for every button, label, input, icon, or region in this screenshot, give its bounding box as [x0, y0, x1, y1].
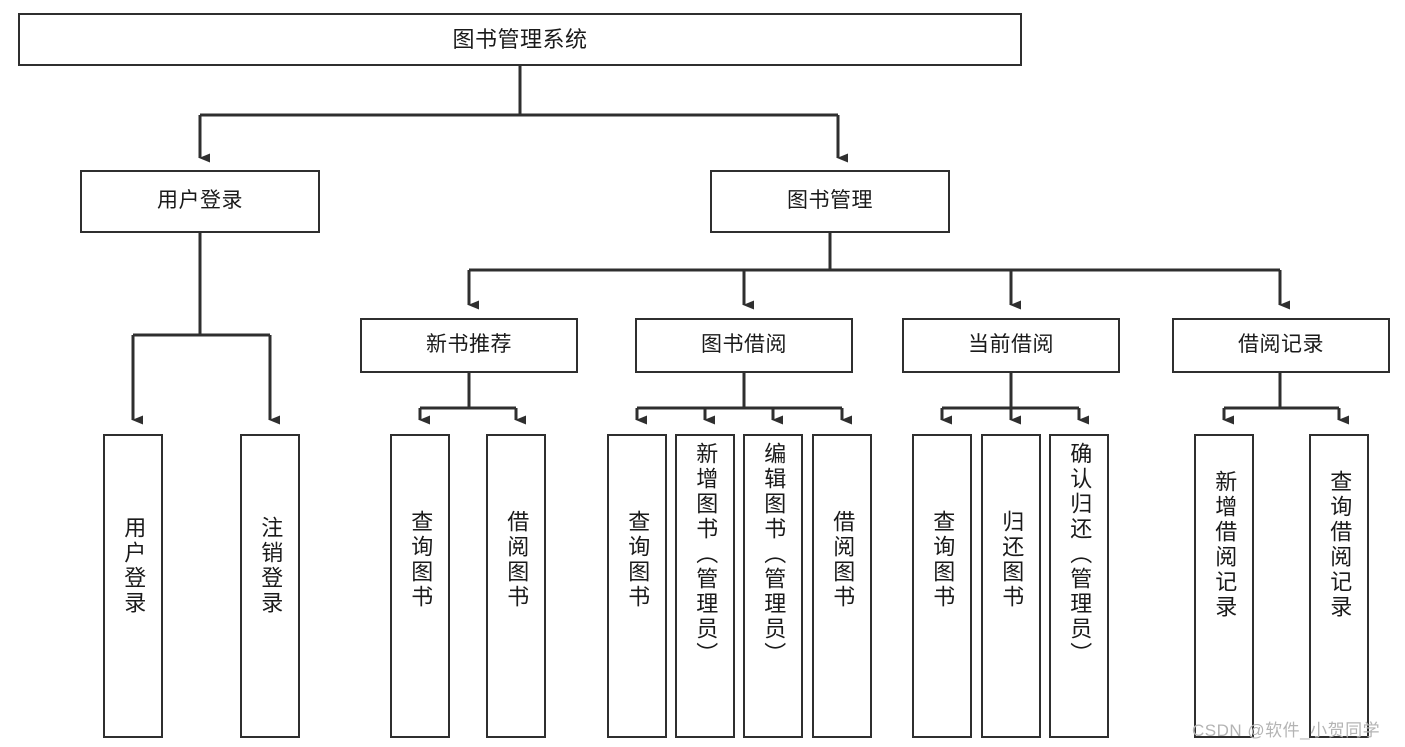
node-label: 借阅记录	[1238, 333, 1324, 357]
leaf-current-return-book[interactable]: 归还图书	[981, 434, 1041, 738]
node-label: 新增借阅记录	[1212, 470, 1238, 620]
node-label: 新增图书（管理员）	[693, 442, 719, 667]
node-label: 查询借阅记录	[1327, 470, 1353, 620]
node-label: 借阅图书	[830, 510, 856, 610]
node-label: 用户登录	[157, 189, 243, 213]
node-user-login[interactable]: 用户登录	[80, 170, 320, 233]
node-current-borrow[interactable]: 当前借阅	[902, 318, 1120, 373]
node-new-book-recommend[interactable]: 新书推荐	[360, 318, 578, 373]
leaf-borrow-query-book[interactable]: 查询图书	[607, 434, 667, 738]
leaf-current-query-book[interactable]: 查询图书	[912, 434, 972, 738]
node-label: 图书借阅	[701, 333, 787, 357]
node-label: 当前借阅	[968, 333, 1054, 357]
leaf-borrow-add-book[interactable]: 新增图书（管理员）	[675, 434, 735, 738]
leaf-borrow-borrow-book[interactable]: 借阅图书	[812, 434, 872, 738]
leaf-record-query-record[interactable]: 查询借阅记录	[1309, 434, 1369, 738]
leaf-recommend-borrow-book[interactable]: 借阅图书	[486, 434, 546, 738]
node-borrow-record[interactable]: 借阅记录	[1172, 318, 1390, 373]
leaf-record-add-record[interactable]: 新增借阅记录	[1194, 434, 1254, 738]
leaf-current-confirm-return[interactable]: 确认归还（管理员）	[1049, 434, 1109, 738]
node-label: 确认归还（管理员）	[1067, 442, 1093, 667]
node-label: 查询图书	[625, 510, 651, 610]
node-label: 查询图书	[930, 510, 956, 610]
node-label: 归还图书	[999, 510, 1025, 610]
node-label: 查询图书	[408, 510, 434, 610]
csdn-watermark: CSDN @软件_小贺同学	[1192, 721, 1381, 740]
node-book-borrow[interactable]: 图书借阅	[635, 318, 853, 373]
node-label: 图书管理系统	[452, 26, 588, 52]
node-root-book-management-system[interactable]: 图书管理系统	[18, 13, 1022, 66]
leaf-user-logout[interactable]: 注销登录	[240, 434, 300, 738]
node-label: 借阅图书	[504, 510, 530, 610]
node-label: 图书管理	[787, 189, 873, 213]
node-label: 用户登录	[121, 516, 147, 616]
leaf-recommend-query-book[interactable]: 查询图书	[390, 434, 450, 738]
node-label: 新书推荐	[426, 333, 512, 357]
node-book-management[interactable]: 图书管理	[710, 170, 950, 233]
node-label: 注销登录	[258, 516, 284, 616]
leaf-user-login[interactable]: 用户登录	[103, 434, 163, 738]
node-label: 编辑图书（管理员）	[761, 442, 787, 667]
leaf-borrow-edit-book[interactable]: 编辑图书（管理员）	[743, 434, 803, 738]
